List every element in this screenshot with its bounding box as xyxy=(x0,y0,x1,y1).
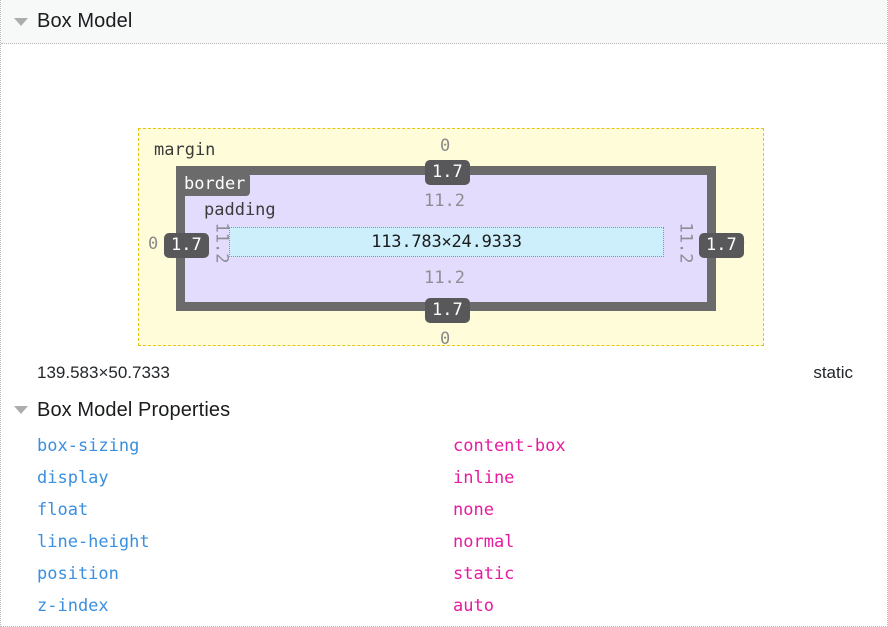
border-label: border xyxy=(179,173,251,196)
element-position: static xyxy=(813,363,853,382)
content-region[interactable]: 113.783×24.9333 xyxy=(229,227,664,257)
padding-top-value[interactable]: 11.2 xyxy=(424,191,465,211)
property-name[interactable]: line-height xyxy=(37,532,150,552)
property-name[interactable]: position xyxy=(37,564,119,584)
table-row[interactable]: box-sizing content-box xyxy=(1,430,888,462)
table-row[interactable]: z-index auto xyxy=(1,590,888,622)
property-value[interactable]: content-box xyxy=(453,436,566,456)
padding-left-value[interactable]: 11.2 xyxy=(211,222,232,264)
border-left-value[interactable]: 1.7 xyxy=(164,233,209,258)
table-row[interactable]: float none xyxy=(1,494,888,526)
box-model-properties-list: box-sizing content-box display inline fl… xyxy=(1,430,888,622)
property-value[interactable]: static xyxy=(453,564,515,584)
element-dimensions: 139.583×50.7333 xyxy=(37,363,170,382)
table-row[interactable]: line-height normal xyxy=(1,526,888,558)
property-value[interactable]: none xyxy=(453,500,494,520)
border-top-value[interactable]: 1.7 xyxy=(425,160,470,185)
triangle-down-icon[interactable] xyxy=(14,17,28,26)
element-summary-row: 139.583×50.7333 static xyxy=(1,358,888,388)
property-name[interactable]: z-index xyxy=(37,596,109,616)
properties-title: Box Model Properties xyxy=(37,398,231,421)
box-model-diagram: 113.783×24.9333 margin border padding 0 … xyxy=(1,44,887,349)
margin-left-value[interactable]: 0 xyxy=(148,234,159,254)
box-model-properties-header[interactable]: Box Model Properties xyxy=(1,396,888,424)
property-name[interactable]: display xyxy=(37,468,109,488)
border-right-value[interactable]: 1.7 xyxy=(699,233,744,258)
page-title: Box Model xyxy=(37,10,133,32)
border-bottom-value[interactable]: 1.7 xyxy=(425,298,470,323)
box-model-section-header[interactable]: Box Model xyxy=(1,0,887,44)
property-value[interactable]: normal xyxy=(453,532,515,552)
content-dimensions-label: 113.783×24.9333 xyxy=(371,232,522,252)
property-value[interactable]: inline xyxy=(453,468,515,488)
table-row[interactable]: display inline xyxy=(1,462,888,494)
margin-bottom-value[interactable]: 0 xyxy=(440,329,451,349)
margin-label: margin xyxy=(154,140,216,160)
property-name[interactable]: float xyxy=(37,500,89,520)
table-row[interactable]: position static xyxy=(1,558,888,590)
margin-top-value[interactable]: 0 xyxy=(440,136,451,156)
triangle-down-icon[interactable] xyxy=(14,406,28,414)
padding-right-value[interactable]: 11.2 xyxy=(675,222,696,264)
padding-bottom-value[interactable]: 11.2 xyxy=(424,268,465,288)
padding-label: padding xyxy=(204,200,276,220)
property-name[interactable]: box-sizing xyxy=(37,436,140,456)
property-value[interactable]: auto xyxy=(453,596,494,616)
